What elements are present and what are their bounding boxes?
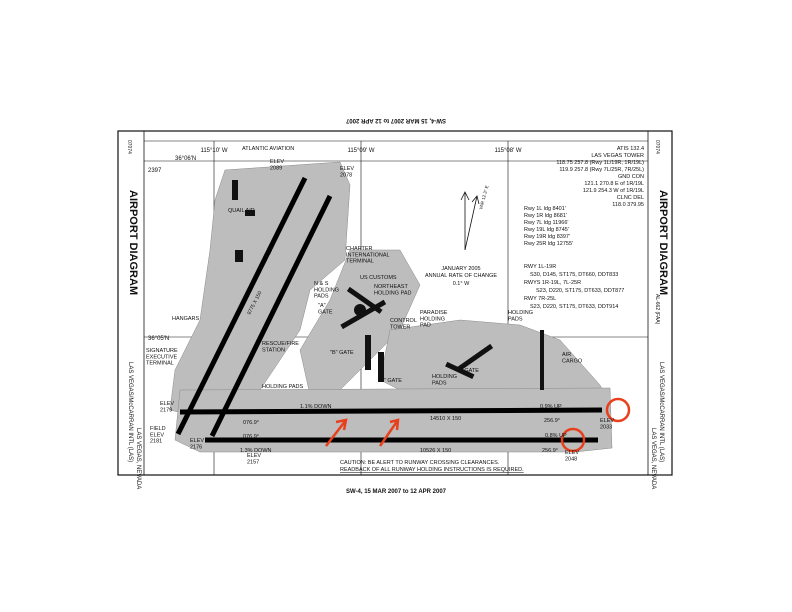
frequency-block: ATIS 132.4 LAS VEGAS TOWER 118.75 257.8 … [556,146,644,208]
svg-text:Rwy 1R ldg 8681': Rwy 1R ldg 8681' [524,213,567,219]
svg-text:118.0 379.95: 118.0 379.95 [612,202,644,208]
a-gate-label: "A"GATE [318,303,333,315]
annotation-circle-25l [605,397,631,423]
svg-text:Rwy 25R ldg 12755': Rwy 25R ldg 12755' [524,241,573,247]
us-customs-label: US CUSTOMS [360,275,397,281]
code-top-right: 07074 [654,140,660,154]
lat-top: 36°06'N [175,156,196,162]
d-gate-label: "D" GATE [455,368,479,374]
lon-mid: 115°09' W [347,148,374,154]
svg-text:118.75 257.8 (Rwy 1L/19R, 1R: 118.75 257.8 (Rwy 1L/19R, 1R/19L) [556,160,644,166]
annotation-circle-25r [560,427,586,453]
lon-right: 115°08' W [494,148,521,154]
svg-text:S23, D220, ST175, DT633, DDT91: S23, D220, ST175, DT633, DDT914 [530,304,618,310]
annotation-arrow-right [378,419,400,447]
svg-text:JANUARY 2005: JANUARY 2005 [441,266,480,272]
svg-text:Rwy 7L ldg 11966': Rwy 7L ldg 11966' [524,220,568,226]
grade-1-label: 1.1% DOWN [300,404,332,410]
heading-25r-label: 256.9° [542,448,558,454]
svg-text:0.1° W: 0.1° W [453,281,470,287]
svg-text:S30, D145, ST175, DT660, DDT83: S30, D145, ST175, DT660, DDT833 [530,272,618,278]
lon-left: 115°10' W [200,148,227,154]
title-right: AIRPORT DIAGRAM [657,190,669,295]
cycle-bottom: SW-4, 15 MAR 2007 to 12 APR 2007 [346,489,447,495]
heading-25l-label: 256.9° [544,418,560,424]
c-gate-label: "C" GATE [378,378,402,384]
caution-line-2: READBACK OF ALL RUNWAY HOLDING INSTRUCTI… [340,467,524,473]
svg-text:Rwy 19L ldg 8745': Rwy 19L ldg 8745' [524,227,569,233]
svg-text:S23, D220, ST175, DT633, DDT87: S23, D220, ST175, DT633, DDT877 [536,288,624,294]
svg-text:CLNC DEL: CLNC DEL [617,195,644,201]
concourses [232,180,544,390]
runways [175,176,603,443]
lat-mid: 36°05'N [148,336,169,342]
svg-text:Rwy 1L ldg 8401': Rwy 1L ldg 8401' [524,206,566,212]
svg-text:RWY 1L-19R: RWY 1L-19R [524,264,556,270]
airport-city-left: LAS VEGAS, NEVADA [135,428,141,489]
cycle-top: SW-4, 15 MAR 2007 to 12 APR 2007 [345,117,446,123]
heading-7r-label: 076.9° [243,420,259,426]
magnetic-variation-text: JANUARY 2005 ANNUAL RATE OF CHANGE 0.1° … [425,185,497,287]
chart-frame [117,130,673,476]
runway-1r-19l [209,194,333,438]
quail-air-label: QUAIL AIR [228,208,255,214]
runway-1l-19r [175,176,308,436]
magnetic-variation-arrow [460,191,480,251]
hangars-label: HANGARS [172,316,200,322]
svg-text:Rwy 19R ldg 8397': Rwy 19R ldg 8397' [524,234,570,240]
code-top-left: 07074 [126,140,132,154]
svg-text:LAS VEGAS TOWER: LAS VEGAS TOWER [591,153,644,159]
airport-name-left: LAS VEGAS/McCARRAN INTL (LAS) [127,362,133,462]
dim-7l-label: 10526 X 150 [420,448,451,454]
annotation-arrow-left [325,419,347,447]
grade-3-label: 0.9% UP [540,404,562,410]
runway-landing-lengths: Rwy 1L ldg 8401' Rwy 1R ldg 8681' Rwy 7L… [524,206,573,247]
svg-text:121.1 270.8 E of 1R/19L: 121.1 270.8 E of 1R/19L [584,181,644,187]
svg-text:ATIS 132.4: ATIS 132.4 [617,146,644,152]
holding-pads-w-label: HOLDING PADS [262,384,303,390]
caution-line-1: CAUTION: BE ALERT TO RUNWAY CROSSING CLE… [340,460,500,466]
b-gate-label: "B" GATE [330,350,354,356]
svg-text:RWYS 1R-19L, 7L-25R: RWYS 1R-19L, 7L-25R [524,280,581,286]
airport-city-right: LAS VEGAS, NEVADA [650,428,656,489]
heading-7l-label: 076.9° [243,434,259,440]
title-left: AIRPORT DIAGRAM [127,190,139,295]
runway-7r-25l [179,407,603,415]
svg-text:GND CON: GND CON [618,174,644,180]
grade-2-label: 1.3% DOWN [240,448,272,454]
svg-text:VAR 12.3° E: VAR 12.3° E [478,185,489,210]
svg-text:119.9 257.8 (Rwy 7L/25R, 7R/: 119.9 257.8 (Rwy 7L/25R, 7R/25L) [559,167,644,173]
code-side: AL-662 (FAA) [654,294,660,325]
airport-name-right: LAS VEGAS/McCARRAN INTL (LAS) [658,362,664,462]
svg-text:121.9 254.3 W of 1R/19L: 121.9 254.3 W of 1R/19L [583,188,644,194]
dim-7r-label: 14510 X 150 [430,416,461,422]
atlantic-aviation-label: ATLANTIC AVIATION [242,146,294,152]
annotation-marks [325,397,631,453]
elev-2397-label: 2397 [148,168,162,174]
grade-4-label: 0.8% UP [545,433,567,439]
runway-weight-bearing: RWY 1L-19R S30, D145, ST175, DT660, DDT8… [524,264,624,310]
svg-text:ANNUAL RATE OF CHANGE: ANNUAL RATE OF CHANGE [425,273,497,279]
svg-text:RWY 7R-25L: RWY 7R-25L [524,296,556,302]
